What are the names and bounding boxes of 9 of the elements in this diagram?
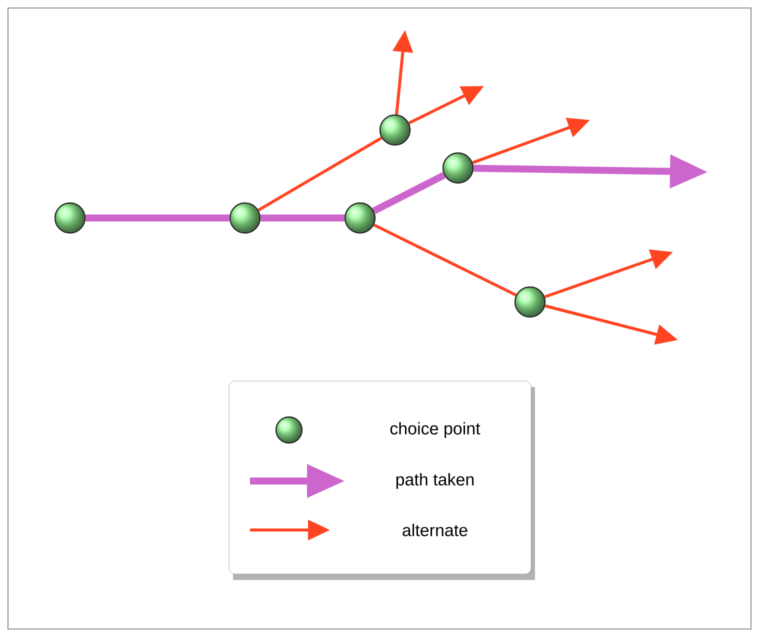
choice-point	[514, 286, 546, 318]
choice-point	[344, 202, 376, 234]
legend-text: path taken	[396, 473, 474, 489]
choice-point	[229, 202, 261, 234]
choice-point	[54, 202, 86, 234]
choice-point	[442, 152, 474, 184]
legend-text: alternate	[402, 524, 468, 536]
legend-text: choice point	[390, 422, 480, 438]
choice-point	[379, 114, 411, 146]
